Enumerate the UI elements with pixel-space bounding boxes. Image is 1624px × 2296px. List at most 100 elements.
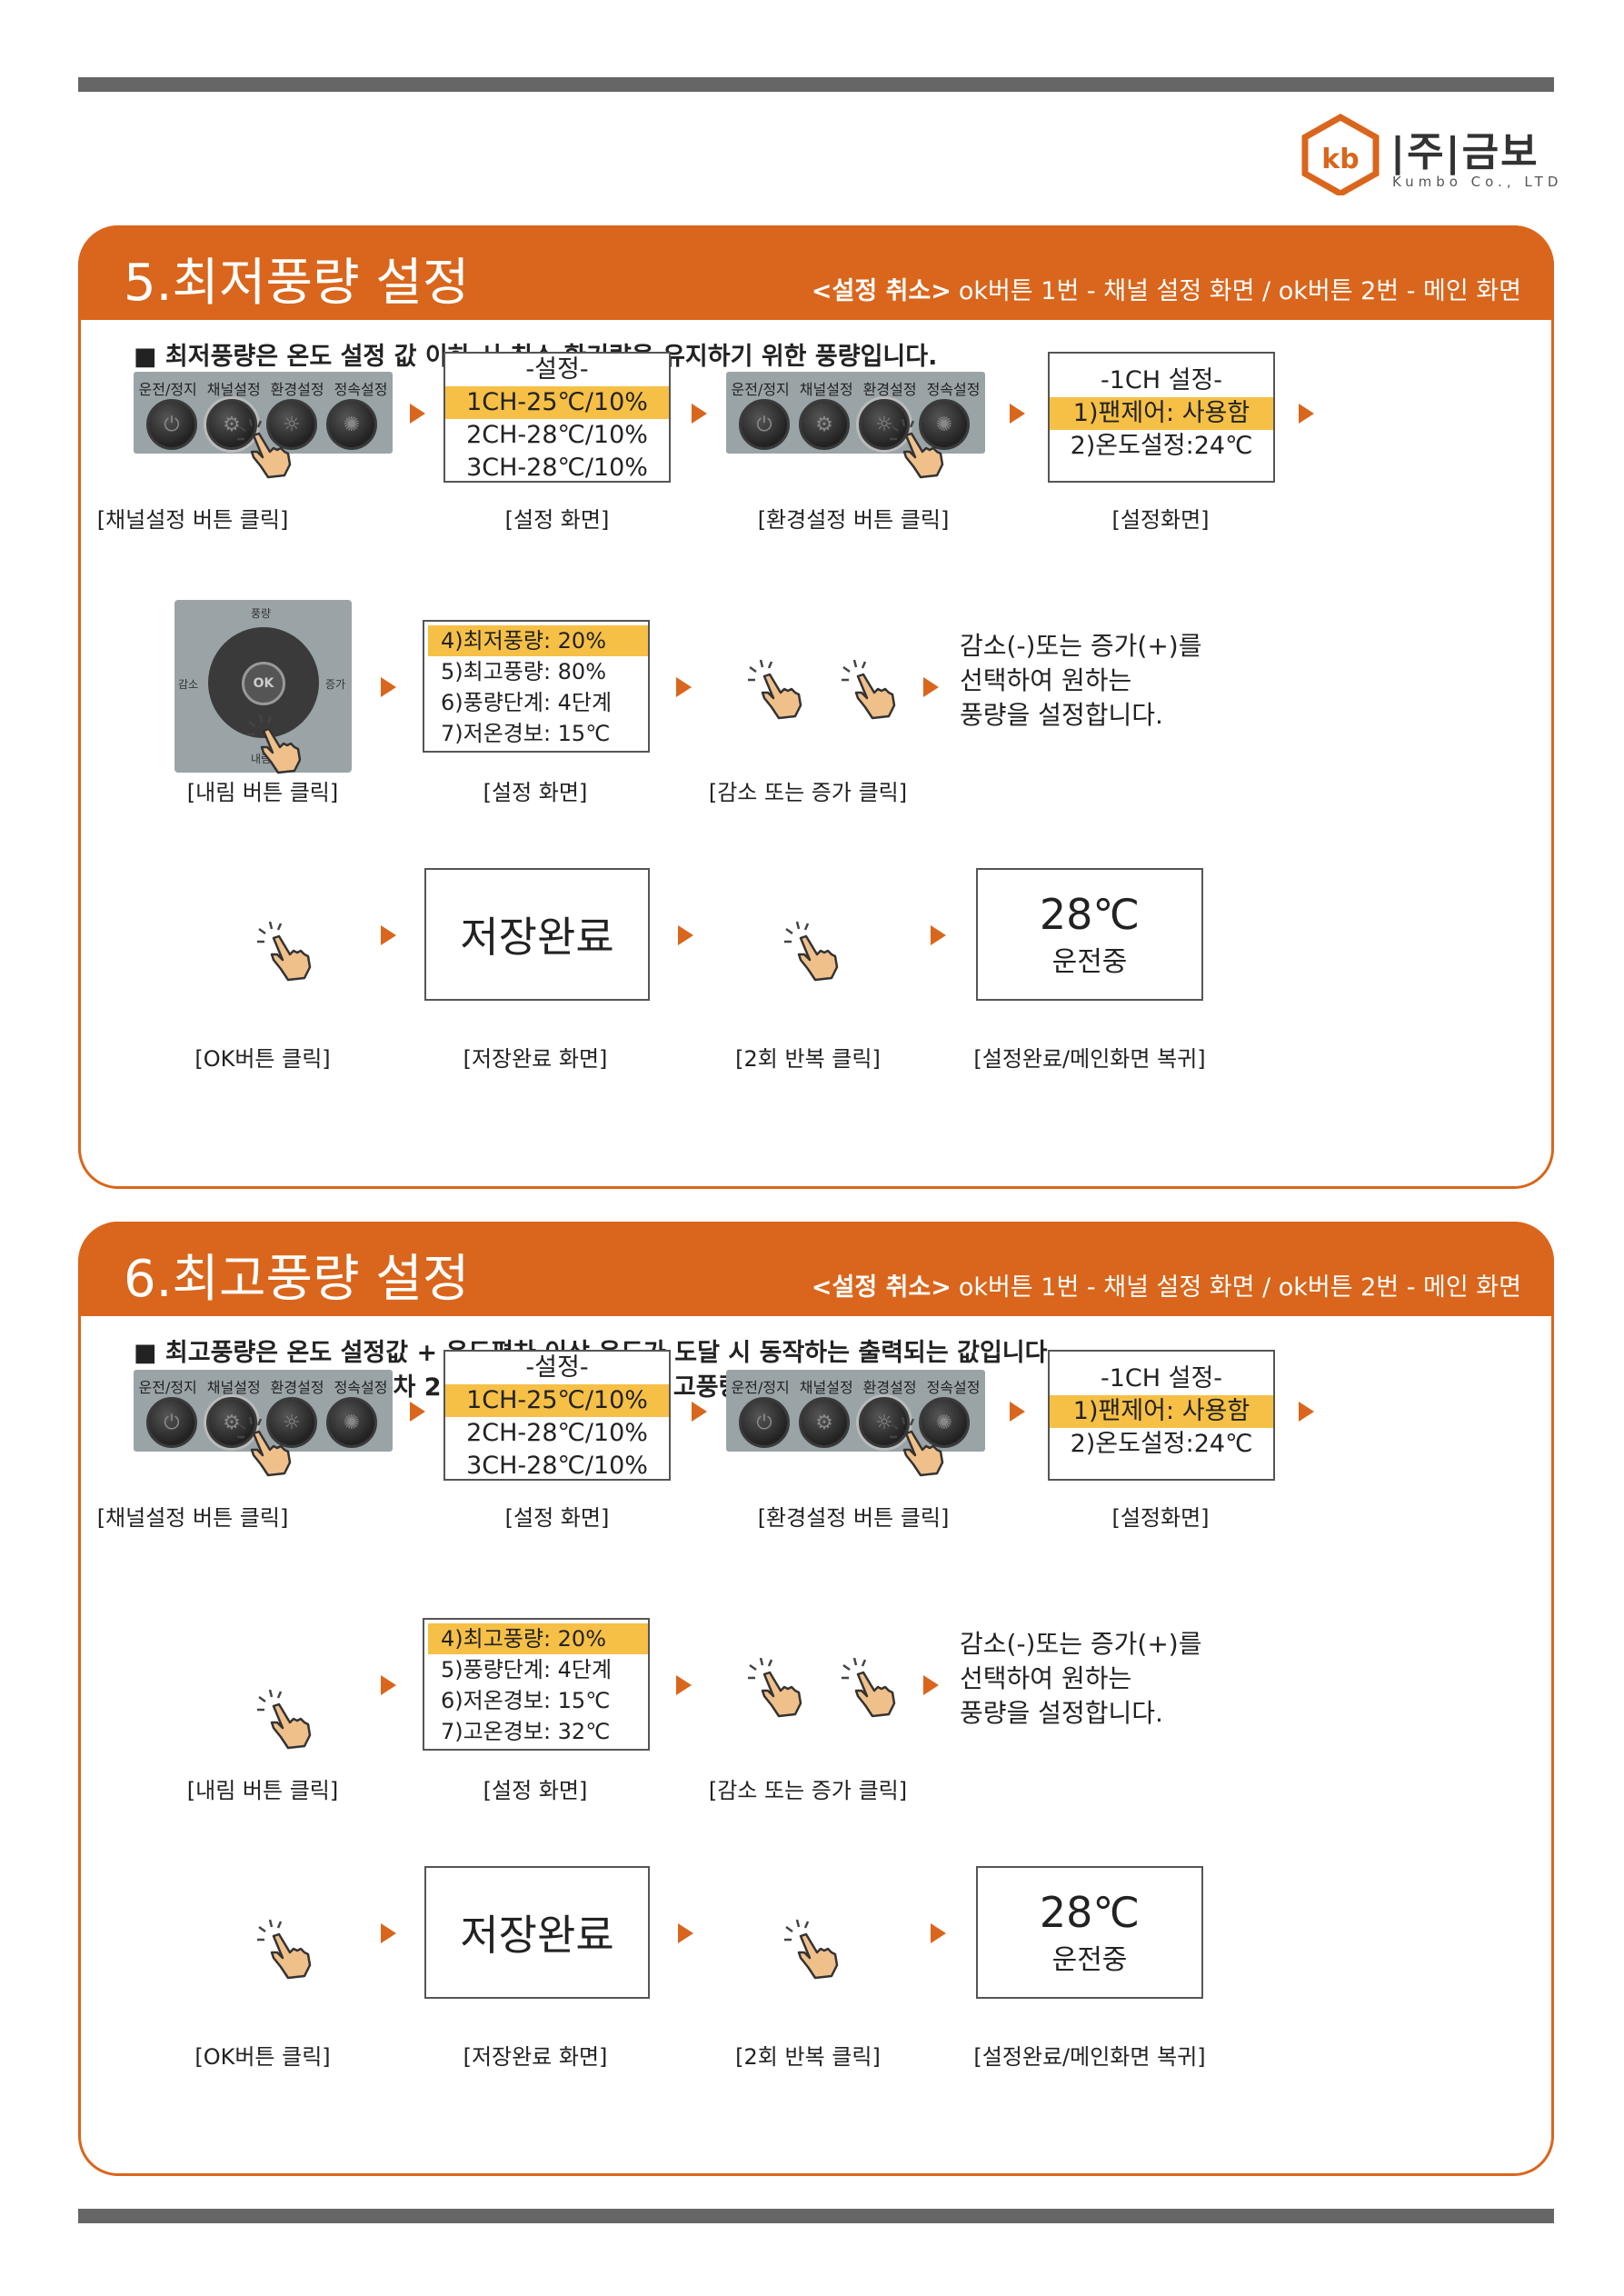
- step-caption: [2회 반복 클릭]: [735, 1046, 881, 1072]
- step-caption: [채널설정 버튼 클릭]: [96, 1505, 289, 1531]
- flow-arrow: [931, 925, 946, 945]
- hand-pointer-icon: [247, 714, 302, 774]
- step-caption: [저장완료 화면]: [463, 2044, 608, 2070]
- speed-button-icon: ✺: [343, 1411, 361, 1434]
- cancel-text: ok버튼 1번 - 채널 설정 화면 / ok버튼 2번 - 메인 화면: [958, 277, 1521, 305]
- section-header: 5.최저풍량 설정 <설정 취소>ok버튼 1번 - 채널 설정 화면 / ok…: [78, 225, 1554, 320]
- note-line: 선택하여 원하는: [960, 1663, 1132, 1693]
- screen-row: 6)풍량단계: 4단계: [441, 690, 613, 715]
- flow-arrow: [1010, 1402, 1025, 1422]
- step-caption: [설정화면]: [1111, 1505, 1210, 1531]
- speed-button-icon: ✺: [935, 1411, 953, 1434]
- panel-label: 운전/정지: [138, 381, 197, 398]
- flow-arrow: [381, 1675, 396, 1695]
- speed-button[interactable]: ✺: [919, 399, 970, 450]
- panel-label: 정속설정: [926, 1379, 981, 1396]
- note-line: 풍량을 설정합니다.: [960, 700, 1163, 730]
- env-button-icon: ☼: [283, 413, 301, 436]
- panel-label: 채널설정: [206, 1379, 261, 1396]
- cancel-note: <설정 취소>ok버튼 1번 - 채널 설정 화면 / ok버튼 2번 - 메인…: [812, 271, 1521, 306]
- screen-row: 7)고온경보: 32℃: [441, 1719, 611, 1744]
- status-text: 운전중: [1051, 946, 1128, 978]
- panel-label: 채널설정: [799, 381, 853, 398]
- step-caption: [2회 반복 클릭]: [735, 2044, 881, 2070]
- save-text: 저장완료: [460, 913, 614, 962]
- env-button-icon: ☼: [875, 1411, 893, 1434]
- env-button[interactable]: ☼: [266, 1397, 317, 1448]
- step-caption: [감소 또는 증가 클릭]: [708, 1778, 908, 1803]
- screen-title: -설정-: [525, 1353, 589, 1382]
- hand-pointer-icon: [842, 659, 896, 720]
- brand-name: |주|금보: [1390, 129, 1539, 175]
- step-caption: [설정완료/메인화면 복귀]: [973, 1046, 1206, 1072]
- ok-hand: [254, 1916, 317, 1980]
- remote-right-label: 증가: [325, 678, 346, 691]
- panel-label: 정속설정: [334, 381, 388, 398]
- remote-up-label: 풍량: [251, 607, 272, 620]
- hand-pointer-icon: [842, 1657, 896, 1718]
- repeat-hand: [781, 918, 844, 982]
- screen-row: 5)풍량단계: 4단계: [441, 1657, 613, 1682]
- channel-button[interactable]: ⚙: [799, 1397, 850, 1448]
- power-button[interactable]: ⏻: [146, 399, 197, 450]
- screen-row: 2CH-28℃/10%: [466, 421, 648, 449]
- flow-arrow: [1299, 1402, 1314, 1422]
- screen-row: 4)최고풍량: 20%: [428, 1623, 648, 1654]
- channel-button-icon: ⚙: [223, 1411, 241, 1434]
- ok-button[interactable]: OK: [242, 662, 285, 705]
- note-line: 감소(-)또는 증가(+)를: [960, 631, 1202, 661]
- flow-arrow: [931, 1923, 946, 1943]
- flow-arrow: [381, 1923, 396, 1943]
- power-button[interactable]: ⏻: [739, 399, 790, 450]
- hand-pointer-icon: [257, 1919, 312, 1980]
- screen-row: 3CH-28℃/10%: [466, 1452, 648, 1480]
- step-caption: [환경설정 버튼 클릭]: [757, 507, 950, 533]
- power-button[interactable]: ⏻: [739, 1397, 790, 1448]
- panel-label: 운전/정지: [731, 381, 790, 398]
- step-caption: [설정완료/메인화면 복귀]: [973, 2044, 1206, 2070]
- flow-arrow: [923, 677, 939, 697]
- step-caption: [내림 버튼 클릭]: [186, 1778, 339, 1803]
- flow-arrow: [678, 1923, 693, 1943]
- increase-hand: [838, 656, 902, 720]
- env-button-icon: ☼: [283, 1411, 301, 1434]
- step-caption: [설정 화면]: [483, 780, 588, 805]
- channel-button[interactable]: ⚙: [206, 1397, 257, 1448]
- speed-button[interactable]: ✺: [326, 1397, 377, 1448]
- cancel-note: <설정 취소>ok버튼 1번 - 채널 설정 화면 / ok버튼 2번 - 메인…: [812, 1267, 1521, 1303]
- screen-row: 5)최고풍량: 80%: [441, 659, 607, 684]
- speed-button[interactable]: ✺: [326, 399, 377, 450]
- status-text: 운전중: [1051, 1944, 1128, 1976]
- increase-hand: [838, 1654, 902, 1718]
- channel-button-icon: ⚙: [815, 1411, 833, 1434]
- channel-button[interactable]: ⚙: [799, 399, 850, 450]
- speed-button-icon: ✺: [935, 413, 953, 436]
- section-6: 6.최고풍량 설정 <설정 취소>ok버튼 1번 - 채널 설정 화면 / ok…: [78, 1222, 1554, 2176]
- power-button-icon: ⏻: [164, 1411, 180, 1434]
- hand-pointer-icon: [748, 1657, 802, 1718]
- screen-row: 7)저온경보: 15℃: [441, 721, 611, 746]
- speed-button[interactable]: ✺: [919, 1397, 970, 1448]
- remote-left-label: 감소: [178, 678, 199, 691]
- panel-label: 환경설정: [862, 1379, 917, 1396]
- env-button[interactable]: ☼: [859, 399, 910, 450]
- panel-label: 채널설정: [206, 381, 261, 398]
- flow-arrow: [1299, 404, 1314, 424]
- flow-arrow: [410, 1402, 425, 1422]
- env-button[interactable]: ☼: [266, 399, 317, 450]
- channel-button[interactable]: ⚙: [206, 399, 257, 450]
- env-button[interactable]: ☼: [859, 1397, 910, 1448]
- power-button[interactable]: ⏻: [146, 1397, 197, 1448]
- flow-arrow: [692, 1402, 707, 1422]
- panel-label: 운전/정지: [138, 1379, 197, 1396]
- section-title: 6.최고풍량 설정: [124, 1250, 470, 1309]
- note-line: 풍량을 설정합니다.: [960, 1698, 1163, 1728]
- step-caption: [OK버튼 클릭]: [194, 2044, 331, 2070]
- screen-row: 1CH-25℃/10%: [445, 1384, 669, 1417]
- power-button-icon: ⏻: [756, 1411, 772, 1434]
